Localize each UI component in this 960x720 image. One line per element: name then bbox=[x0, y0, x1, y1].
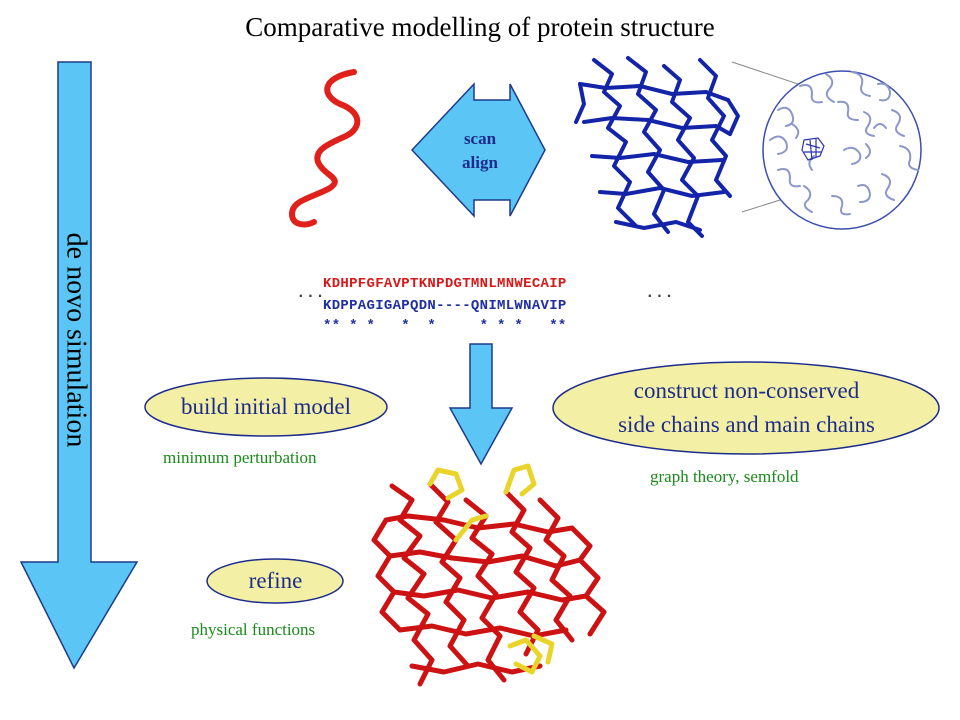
template-sequence: KDPPAGIGAPQDN----QNIMLWNAVIP bbox=[323, 298, 567, 314]
query-sequence: KDHPFGFAVPTKNPDGTMNLMNWECAIP bbox=[323, 276, 567, 292]
refine-label: refine bbox=[207, 559, 344, 603]
construct-ellipse bbox=[552, 361, 940, 455]
construct-label: construct non-conserved side chains and … bbox=[553, 362, 940, 454]
scan-align-arrow bbox=[410, 82, 546, 218]
align-label: align bbox=[462, 153, 498, 172]
de-novo-arrow bbox=[19, 61, 139, 670]
refine-ellipse bbox=[206, 558, 344, 604]
construct-text-line2: side chains and main chains bbox=[618, 412, 875, 437]
scan-label: scan bbox=[463, 129, 497, 148]
database-folds bbox=[769, 71, 919, 216]
physical-functions-note: physical functions bbox=[191, 620, 316, 639]
scan-align-label: scan align bbox=[430, 127, 530, 175]
database-highlight-structure bbox=[801, 137, 825, 161]
query-chain bbox=[289, 69, 361, 228]
construct-text-line1: construct non-conserved bbox=[633, 378, 860, 403]
constructed-loops bbox=[427, 463, 555, 675]
model-down-arrow bbox=[448, 343, 514, 466]
minimum-perturbation-note: minimum perturbation bbox=[163, 448, 317, 467]
model-structure bbox=[371, 481, 607, 687]
build-initial-model-label: build initial model bbox=[145, 378, 387, 436]
de-novo-label: de novo simulation bbox=[60, 232, 91, 448]
structure-database-circle bbox=[762, 70, 922, 230]
alignment-ellipsis-right: ... bbox=[645, 284, 674, 302]
build-text: build initial model bbox=[181, 394, 351, 419]
conservation-line: ** * * * * * * * ** bbox=[323, 318, 567, 334]
refine-text: refine bbox=[248, 568, 303, 593]
template-structure bbox=[574, 56, 740, 238]
page-title: Comparative modelling of protein structu… bbox=[245, 12, 715, 42]
graph-theory-note: graph theory, semfold bbox=[650, 467, 799, 486]
build-initial-model-ellipse bbox=[144, 377, 388, 437]
de-novo-label-wrap: de novo simulation bbox=[45, 210, 105, 470]
alignment-ellipsis-left: ... bbox=[296, 284, 325, 302]
